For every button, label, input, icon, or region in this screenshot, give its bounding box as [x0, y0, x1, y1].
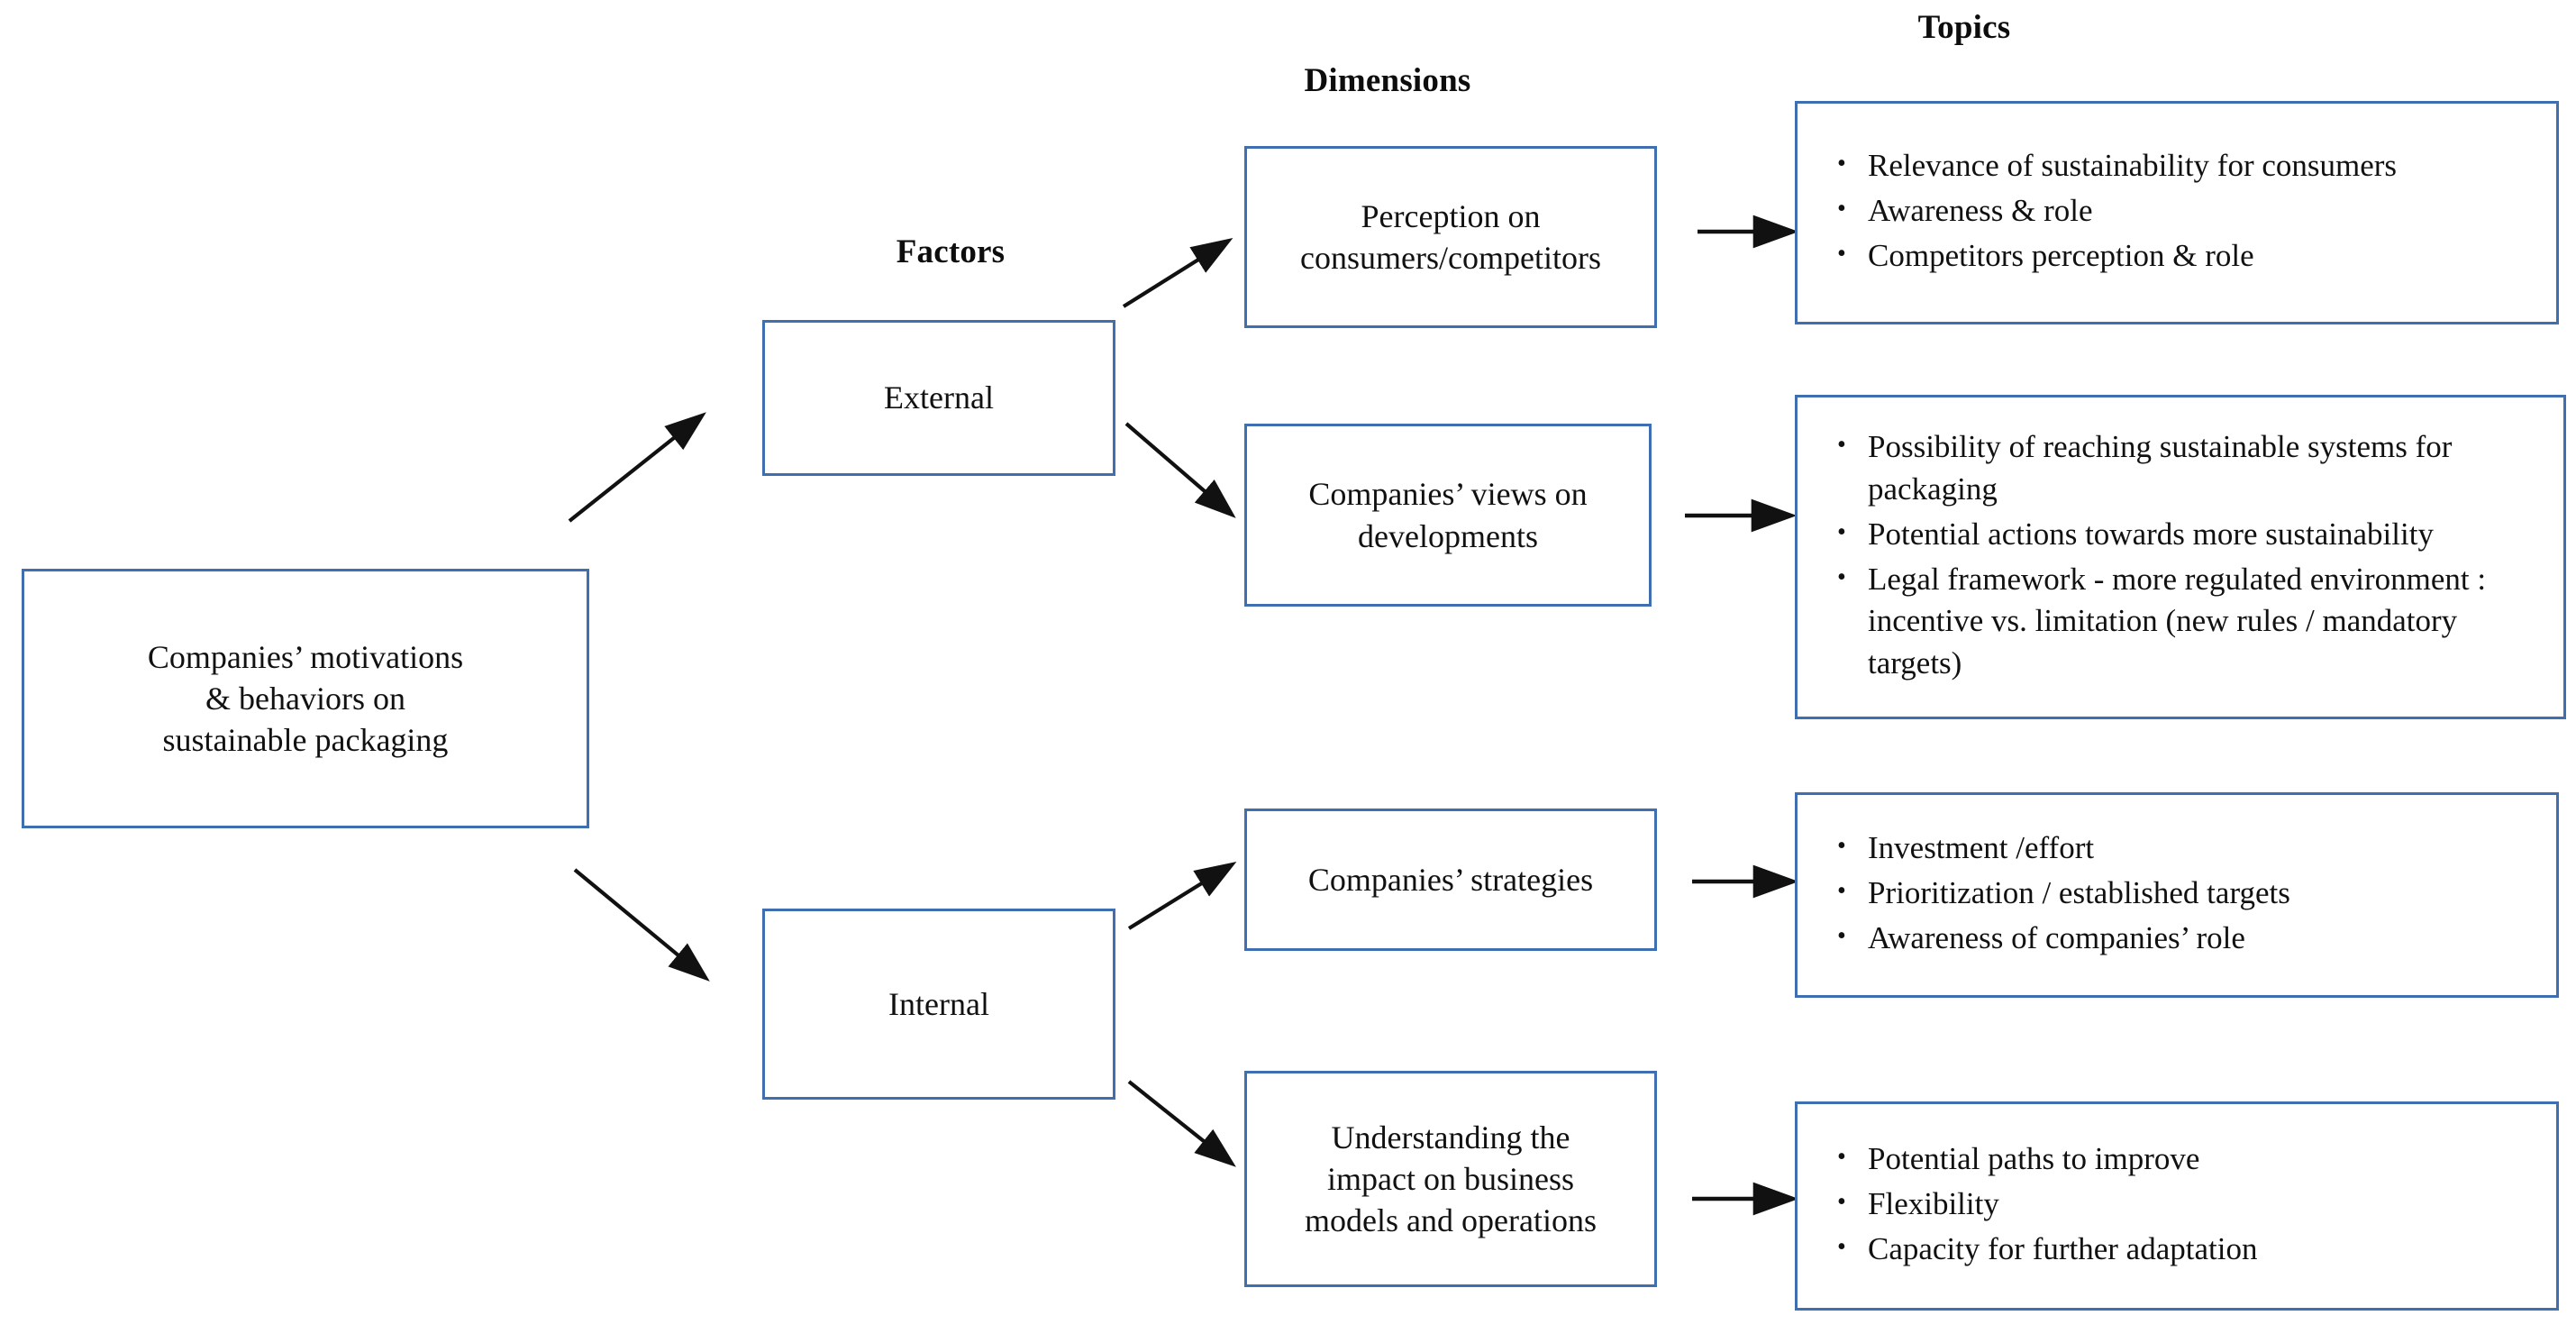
node-root-companies-motivations[interactable]: Companies’ motivations & behaviors on su… — [22, 569, 589, 828]
topic-box-impact[interactable]: Potential paths to improve Flexibility C… — [1795, 1101, 2559, 1311]
list-item: Awareness of companies’ role — [1837, 917, 2533, 960]
list-item: Possibility of reaching sustainable syst… — [1837, 425, 2540, 511]
list-item: Relevance of sustainability for consumer… — [1837, 144, 2533, 187]
connector-external-to-developments — [1124, 422, 1236, 518]
node-dimension-views-line-1: Companies’ views on — [1308, 476, 1588, 513]
connector-external-to-perception — [1122, 237, 1233, 308]
node-dimension-perception[interactable]: Perception on consumers/competitors — [1244, 146, 1657, 328]
list-item: Capacity for further adaptation — [1837, 1228, 2533, 1271]
list-item: Competitors perception & role — [1837, 234, 2533, 278]
list-item: Potential paths to improve — [1837, 1137, 2533, 1181]
topic-box-developments[interactable]: Possibility of reaching sustainable syst… — [1795, 395, 2566, 719]
node-dimension-views-developments[interactable]: Companies’ views on developments — [1244, 424, 1652, 607]
node-factor-internal[interactable]: Internal — [762, 909, 1115, 1100]
node-dimension-impact-line-1: Understanding the — [1331, 1119, 1570, 1156]
node-root-line-2: & behaviors on — [205, 680, 405, 717]
node-dimension-views-line-2: developments — [1358, 517, 1538, 554]
topic-list-developments: Possibility of reaching sustainable syst… — [1798, 425, 2563, 688]
list-item: Flexibility — [1837, 1183, 2533, 1226]
node-dimension-views-developments-label: Companies’ views on developments — [1299, 473, 1596, 556]
topic-box-perception[interactable]: Relevance of sustainability for consumer… — [1795, 101, 2559, 324]
column-header-topics: Topics — [1917, 9, 2011, 46]
list-item: Legal framework - more regulated environ… — [1837, 558, 2540, 686]
topic-list-strategies: Investment /effort Prioritization / esta… — [1798, 827, 2556, 963]
node-dimension-perception-label: Perception on consumers/competitors — [1291, 196, 1610, 279]
node-dimension-perception-line-2: consumers/competitors — [1300, 240, 1601, 276]
node-dimension-companies-strategies[interactable]: Companies’ strategies — [1244, 809, 1657, 951]
column-header-dimensions: Dimensions — [1304, 62, 1471, 99]
connector-internal-to-strategies — [1127, 862, 1237, 930]
node-factor-internal-label: Internal — [888, 985, 989, 1022]
node-root-line-3: sustainable packaging — [162, 722, 449, 759]
node-dimension-strategies-label: Companies’ strategies — [1307, 861, 1594, 898]
node-dimension-impact-label: Understanding the impact on business mod… — [1296, 1117, 1606, 1241]
list-item: Potential actions towards more sustainab… — [1837, 513, 2540, 556]
topic-box-strategies[interactable]: Investment /effort Prioritization / esta… — [1795, 792, 2559, 998]
node-root-line-1: Companies’ motivations — [147, 638, 464, 675]
node-dimension-impact-line-3: models and operations — [1305, 1202, 1597, 1239]
connector-root-to-internal — [573, 868, 710, 982]
column-header-factors: Factors — [896, 233, 1006, 270]
list-item: Prioritization / established targets — [1837, 872, 2533, 915]
connector-root-to-external — [568, 412, 706, 523]
list-item: Awareness & role — [1837, 189, 2533, 233]
node-root-label: Companies’ motivations & behaviors on su… — [139, 636, 472, 761]
node-dimension-impact-business[interactable]: Understanding the impact on business mod… — [1244, 1071, 1657, 1287]
connector-internal-to-impact — [1127, 1080, 1236, 1167]
node-dimension-impact-line-2: impact on business — [1327, 1160, 1574, 1197]
node-factor-external-label: External — [884, 379, 994, 416]
topic-list-perception: Relevance of sustainability for consumer… — [1798, 144, 2556, 280]
node-dimension-perception-line-1: Perception on — [1361, 197, 1541, 234]
node-factor-external[interactable]: External — [762, 320, 1115, 476]
list-item: Investment /effort — [1837, 827, 2533, 870]
topic-list-impact: Potential paths to improve Flexibility C… — [1798, 1137, 2556, 1274]
